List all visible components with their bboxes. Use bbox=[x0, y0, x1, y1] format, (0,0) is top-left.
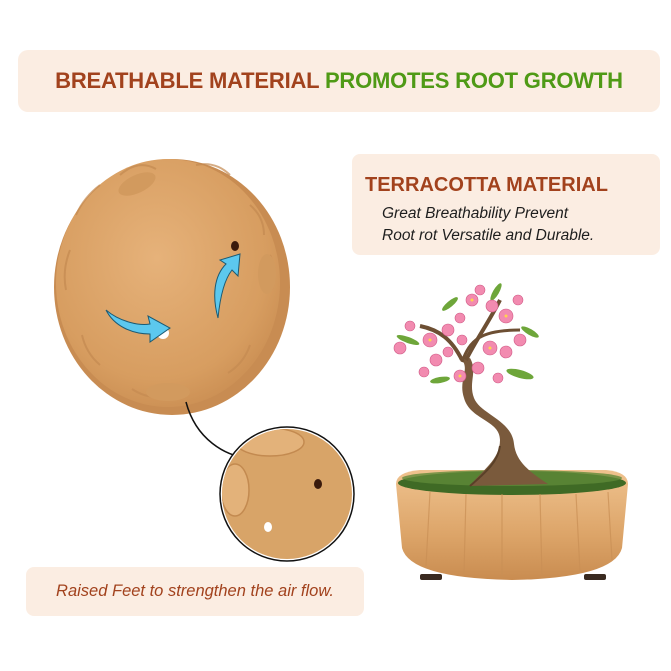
blue-arrow-icon bbox=[214, 253, 241, 319]
headline: BREATHABLE MATERIAL PROMOTES ROOT GROWTH bbox=[55, 68, 623, 94]
blue-arrow-icon bbox=[105, 309, 171, 343]
headline-banner: BREATHABLE MATERIAL PROMOTES ROOT GROWTH bbox=[18, 50, 660, 112]
info-line-1: Great Breathability Prevent bbox=[382, 205, 569, 222]
headline-part-growth: PROMOTES ROOT GROWTH bbox=[324, 68, 623, 93]
headline-part-material: BREATHABLE MATERIAL bbox=[55, 68, 320, 93]
drain-hole-1 bbox=[231, 241, 239, 251]
info-title: TERRACOTTA MATERIAL bbox=[365, 174, 608, 196]
info-description: Great Breathability Prevent Root rot Ver… bbox=[382, 203, 652, 247]
info-line-2: Root rot Versatile and Durable. bbox=[382, 227, 595, 244]
raised-feet-caption: Raised Feet to strengthen the air flow. bbox=[56, 582, 334, 600]
pot-bottom-view bbox=[54, 159, 290, 415]
raised-feet-caption-box: Raised Feet to strengthen the air flow. bbox=[26, 567, 364, 616]
terracotta-info-panel: TERRACOTTA MATERIAL Great Breathability … bbox=[352, 154, 660, 255]
raised-feet-zoom bbox=[219, 426, 355, 562]
bonsai-pot bbox=[396, 470, 628, 580]
bonsai-tree bbox=[393, 283, 548, 487]
